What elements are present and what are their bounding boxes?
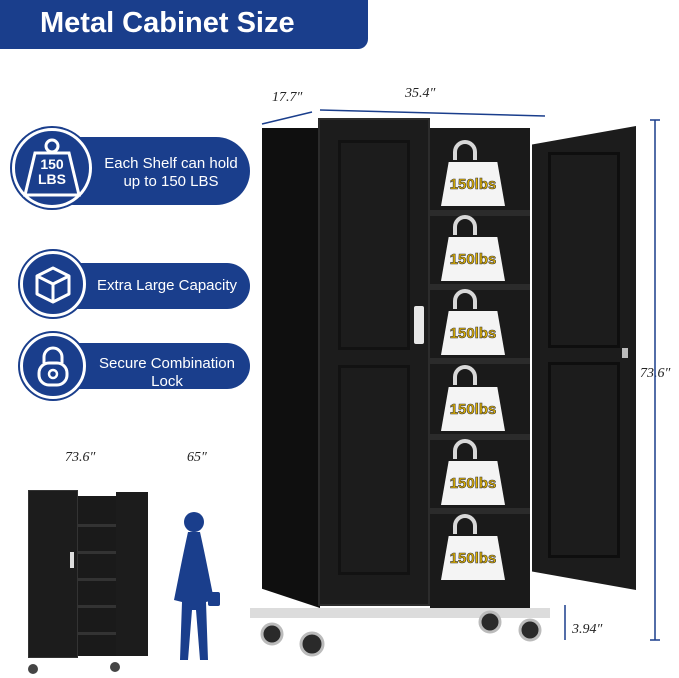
weight-label: 150lbs (441, 311, 505, 355)
door-handle (414, 306, 424, 344)
width-dimension: 35.4″ (405, 86, 436, 101)
lock-icon (20, 333, 86, 399)
feature-text-line1: Secure Combination (99, 355, 235, 372)
cabinet-interior (430, 128, 530, 608)
comparison-cabinet-height: 73.6″ (65, 450, 96, 465)
feature-text: Each Shelf can hold up to 150 LBS (96, 155, 246, 191)
weight-label: 150lbs (441, 387, 505, 431)
box-icon (20, 251, 86, 317)
lock-knob (622, 348, 628, 358)
title-banner: Metal Cabinet Size (0, 0, 368, 49)
comparison-person-height: 65″ (187, 450, 207, 465)
feature-text-line1: Each Shelf can hold (104, 155, 238, 172)
weight-icon: 150 LBS (12, 128, 92, 208)
feature-text: Extra Large Capacity (96, 277, 238, 294)
badge-number: 150 (40, 156, 64, 172)
depth-dimension: 17.7″ (272, 90, 303, 105)
left-door (318, 118, 430, 606)
weight-label: 150lbs (441, 536, 505, 580)
weight-label: 150lbs (441, 237, 505, 281)
page-title: Metal Cabinet Size (40, 7, 295, 39)
person-silhouette (174, 512, 220, 660)
weight-label: 150lbs (441, 162, 505, 206)
badge-unit: LBS (38, 171, 66, 187)
weight-shape (23, 138, 81, 197)
right-door (532, 126, 636, 590)
wheel-height-dimension: 3.94″ (572, 622, 603, 637)
feature-text: Secure Combination Lock (86, 355, 248, 391)
feature-text-line2: Lock (151, 373, 183, 390)
feature-text-line2: up to 150 LBS (123, 173, 219, 190)
weight-label: 150lbs (441, 461, 505, 505)
